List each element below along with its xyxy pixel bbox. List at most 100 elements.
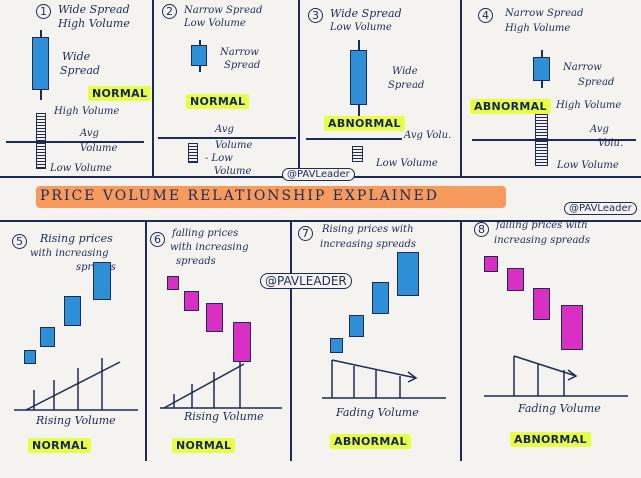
panel-2-volume-label-2: Volume xyxy=(214,166,252,177)
panel-4-candle xyxy=(533,57,550,81)
panel-2-candle xyxy=(191,45,207,66)
panel-3-number: 3 xyxy=(308,8,323,23)
panel-1-title-2: High Volume xyxy=(58,17,130,30)
panel-2-avg-line xyxy=(158,137,296,139)
panel-3-candle-label-2: Spread xyxy=(388,80,425,91)
divider-bottom-1 xyxy=(145,221,147,461)
panel-6-candle-2 xyxy=(184,291,199,311)
panel-5-title-2: with increasing xyxy=(30,248,109,259)
panel-1-low-volume: Low Volume xyxy=(50,163,112,174)
panel-3-candle-label-1: Wide xyxy=(392,66,418,77)
panel-3-candle xyxy=(350,50,367,105)
panel-7-number: 7 xyxy=(298,226,313,241)
panel-6-title-1: falling prices xyxy=(172,228,239,239)
panel-8-candle-3 xyxy=(533,288,550,320)
panel-2-number: 2 xyxy=(162,4,177,19)
panel-5-title-1: Rising prices xyxy=(40,232,113,245)
panel-6-tag: NORMAL xyxy=(172,438,236,453)
watermark-right: @PAVLeader xyxy=(564,202,637,215)
panel-3-title-1: Wide Spread xyxy=(330,7,402,20)
panel-4-volume-label: High Volume xyxy=(556,100,622,111)
panel-5-volume-label: Rising Volume xyxy=(36,414,116,427)
divider-top-1 xyxy=(152,0,154,176)
panel-2-volume-label-1: - Low xyxy=(205,153,233,164)
panel-2-volume-bar xyxy=(188,143,198,163)
panel-3-avg-label: Avg Volu. xyxy=(404,130,452,141)
panel-1-candle xyxy=(32,37,49,90)
panel-1-candle-label-2: Spread xyxy=(60,64,100,77)
panel-4-volume-label-low: Low Volume xyxy=(557,160,619,171)
panel-7-candle-2 xyxy=(349,315,364,337)
panel-5-candle-2 xyxy=(40,327,55,347)
panel-7-candle-1 xyxy=(330,338,343,353)
panel-2-title-2: Low Volume xyxy=(184,18,246,29)
panel-2-candle-label-2: Spread xyxy=(224,60,261,71)
panel-6-candle-4 xyxy=(233,322,251,362)
panel-1-avg-label-2: Volume xyxy=(80,143,118,154)
panel-2-tag: NORMAL xyxy=(186,94,250,109)
panel-1-candle-label-1: Wide xyxy=(62,50,91,63)
panel-5-number: 5 xyxy=(12,234,27,249)
panel-7-candle-4 xyxy=(397,252,419,296)
panel-5-volume-chart xyxy=(14,358,138,411)
divider-top-2 xyxy=(298,0,300,176)
panel-8-tag: ABNORMAL xyxy=(510,432,591,447)
panel-4-avg-line xyxy=(472,139,636,141)
panel-2-title-1: Narrow Spread xyxy=(184,5,263,16)
panel-8-volume-label: Fading Volume xyxy=(518,402,601,415)
panel-1-title-1: Wide Spread xyxy=(58,3,130,16)
panel-1-tag: NORMAL xyxy=(88,86,152,101)
panel-7-tag: ABNORMAL xyxy=(330,434,411,449)
panel-3-tag: ABNORMAL xyxy=(324,116,405,131)
panel-5-candle-4 xyxy=(93,262,111,300)
panel-4-avg-label-2: Volu. xyxy=(598,138,624,149)
page-title: PRICE VOLUME RELATIONSHIP EXPLAINED xyxy=(40,188,439,204)
panel-8-title-2: increasing spreads xyxy=(494,235,590,246)
panel-6-title-2: with increasing xyxy=(170,242,249,253)
panel-8-candle-1 xyxy=(484,256,498,272)
panel-6-volume-chart xyxy=(160,362,282,409)
panel-3-volume-label: Low Volume xyxy=(376,158,438,169)
watermark-middle: @PAVLEADER xyxy=(260,273,352,289)
divider-horizontal-2 xyxy=(0,220,641,222)
title-banner xyxy=(36,186,506,208)
panel-2-avg-label-2: Volume xyxy=(215,140,253,151)
panel-6-candle-1 xyxy=(167,276,179,290)
divider-top-3 xyxy=(460,0,462,176)
panel-7-title-2: increasing spreads xyxy=(320,239,416,250)
panel-7-volume-chart xyxy=(322,359,446,399)
divider-bottom-2 xyxy=(290,221,292,461)
panel-7-volume-label: Fading Volume xyxy=(336,406,419,419)
divider-bottom-3 xyxy=(460,221,462,461)
panel-8-volume-chart xyxy=(484,355,628,397)
panel-4-number: 4 xyxy=(478,8,493,23)
panel-6-candle-3 xyxy=(206,303,223,332)
panel-4-title-2: High Volume xyxy=(505,23,571,34)
panel-7-candle-3 xyxy=(372,282,389,314)
panel-5-candle-3 xyxy=(64,296,81,326)
panel-4-avg-label: Avg xyxy=(590,124,609,135)
panel-3-volume-bar xyxy=(352,146,363,162)
panel-2-candle-label-1: Narrow xyxy=(220,47,259,58)
panel-5-tag: NORMAL xyxy=(28,438,92,453)
panel-1-avg-label: Avg xyxy=(80,128,99,139)
panel-3-avg-line xyxy=(306,138,402,140)
panel-8-candle-2 xyxy=(507,268,524,291)
panel-4-candle-label-2: Spread xyxy=(578,77,615,88)
panel-1-avg-line xyxy=(6,141,144,143)
panel-8-number: 8 xyxy=(474,222,489,237)
panel-8-title-1: falling prices with xyxy=(496,220,588,231)
panel-4-tag: ABNORMAL xyxy=(470,99,551,114)
panel-4-candle-label-1: Narrow xyxy=(563,62,602,73)
panel-8-candle-4 xyxy=(561,305,583,350)
panel-6-number: 6 xyxy=(150,232,165,247)
panel-7-title-1: Rising prices with xyxy=(322,224,414,235)
watermark-top: @PAVLeader xyxy=(282,168,355,181)
panel-4-title-1: Narrow Spread xyxy=(505,8,584,19)
panel-6-title-3: spreads xyxy=(176,256,216,267)
panel-3-title-2: Low Volume xyxy=(330,22,392,33)
panel-5-candle-1 xyxy=(24,350,36,364)
panel-2-avg-label: Avg xyxy=(215,124,234,135)
panel-1-number: 1 xyxy=(36,4,51,19)
